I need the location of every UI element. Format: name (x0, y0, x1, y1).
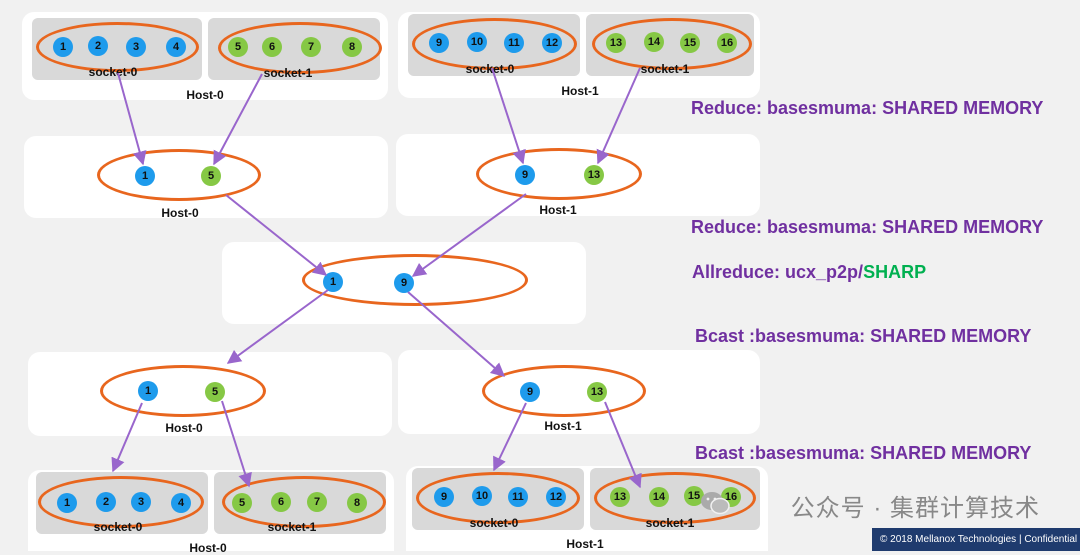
arrow (111, 402, 143, 473)
rank-node: 12 (542, 33, 562, 53)
rank-node: 2 (88, 36, 108, 56)
rank-node: 1 (138, 381, 158, 401)
host-label: Host-1 (561, 84, 599, 98)
bcast-annotation: Bcast :basesmuma: SHARED MEMORY (695, 443, 1032, 463)
arrow (411, 193, 527, 277)
arrow (213, 73, 263, 166)
reduce-annotation: Reduce: basesmuma: SHARED MEMORY (691, 217, 1044, 237)
rank-node: 2 (96, 492, 116, 512)
rank-node: 5 (205, 382, 225, 402)
arrow (117, 72, 147, 166)
rank-node: 4 (171, 493, 191, 513)
host-label: Host-1 (544, 419, 582, 433)
arrow (493, 402, 527, 472)
rank-node: 7 (307, 492, 327, 512)
rank-node: 1 (135, 166, 155, 186)
rank-node: 11 (508, 487, 528, 507)
rank-node: 12 (546, 487, 566, 507)
tier5-host-0-socket-0-ring (38, 476, 204, 528)
arrow (596, 67, 641, 165)
sharp-label: SHARP (863, 262, 927, 282)
tier5-host-0-socket-1-ring (222, 476, 386, 528)
arrow (221, 400, 252, 488)
rank-node: 8 (347, 493, 367, 513)
tier5-host-1-socket-1-ring (594, 472, 756, 524)
socket-label: socket-0 (465, 62, 515, 76)
rank-node: 8 (342, 37, 362, 57)
arrow (226, 289, 329, 364)
rank-node: 15 (684, 486, 704, 506)
rank-node: 1 (57, 493, 77, 513)
rank-node: 9 (515, 165, 535, 185)
arrow (491, 67, 526, 165)
bcast-annotation: Bcast :basesmuma: SHARED MEMORY (695, 326, 1032, 346)
rank-node: 1 (323, 272, 343, 292)
rank-node: 10 (467, 32, 487, 52)
rank-node: 15 (680, 33, 700, 53)
rank-node: 6 (262, 37, 282, 57)
socket-label: socket-1 (640, 62, 690, 76)
socket-label: socket-1 (263, 66, 313, 80)
arrow (407, 291, 506, 377)
rank-node: 11 (504, 33, 524, 53)
allreduce-label: Allreduce: ucx_p2p/ (692, 262, 864, 282)
rank-node: 9 (520, 382, 540, 402)
host-label: Host-1 (566, 537, 604, 551)
tier1-host-1-socket-1-ring (592, 18, 752, 70)
socket-label: socket-0 (93, 520, 143, 534)
host-label: Host-0 (165, 421, 203, 435)
rank-node: 5 (201, 166, 221, 186)
reduce-annotation: Reduce: basesmuma: SHARED MEMORY (691, 98, 1044, 118)
tier1-host-0-socket-1-ring (218, 22, 382, 74)
socket-label: socket-0 (88, 65, 138, 79)
tier4-host-0-ring (100, 365, 266, 417)
rank-node: 5 (232, 493, 252, 513)
arrow (225, 194, 328, 276)
rank-node: 9 (434, 487, 454, 507)
rank-node: 13 (606, 33, 626, 53)
rank-node: 4 (166, 37, 186, 57)
rank-node: 13 (587, 382, 607, 402)
rank-node: 9 (394, 273, 414, 293)
wechat-icon (701, 492, 730, 515)
footer-bar: © 2018 Mellanox Technologies | Confident… (872, 528, 1080, 551)
host-label: Host-0 (161, 206, 199, 220)
arrow (604, 401, 642, 489)
socket-label: socket-1 (267, 520, 317, 534)
rank-node: 9 (429, 33, 449, 53)
rank-node: 1 (53, 37, 73, 57)
tier1-host-1-socket-0-ring (412, 18, 577, 70)
socket-label: socket-1 (645, 516, 695, 530)
socket-label: socket-0 (469, 516, 519, 530)
tier4-host-1-ring (482, 365, 646, 417)
rank-node: 6 (271, 492, 291, 512)
rank-node: 13 (584, 165, 604, 185)
rank-node: 14 (644, 32, 664, 52)
rank-node: 5 (228, 37, 248, 57)
rank-node: 10 (472, 486, 492, 506)
rank-node: 3 (126, 37, 146, 57)
rank-node: 16 (717, 33, 737, 53)
tier2-host-1-ring (476, 148, 642, 200)
rank-node: 7 (301, 37, 321, 57)
watermark: 公众号 · 集群计算技术 (790, 495, 1040, 522)
tier1-host-0-socket-0-ring (36, 22, 199, 72)
allreduce-annotation: Allreduce: ucx_p2p/SHARP (692, 262, 926, 283)
rank-node: 13 (610, 487, 630, 507)
host-label: Host-1 (539, 203, 577, 217)
tier3-ring (302, 254, 528, 306)
host-label: Host-0 (186, 88, 224, 102)
rank-node: 14 (649, 487, 669, 507)
tier2-host-0-ring (97, 149, 261, 201)
rank-node: 3 (131, 492, 151, 512)
tier5-host-1-socket-0-ring (416, 472, 580, 524)
